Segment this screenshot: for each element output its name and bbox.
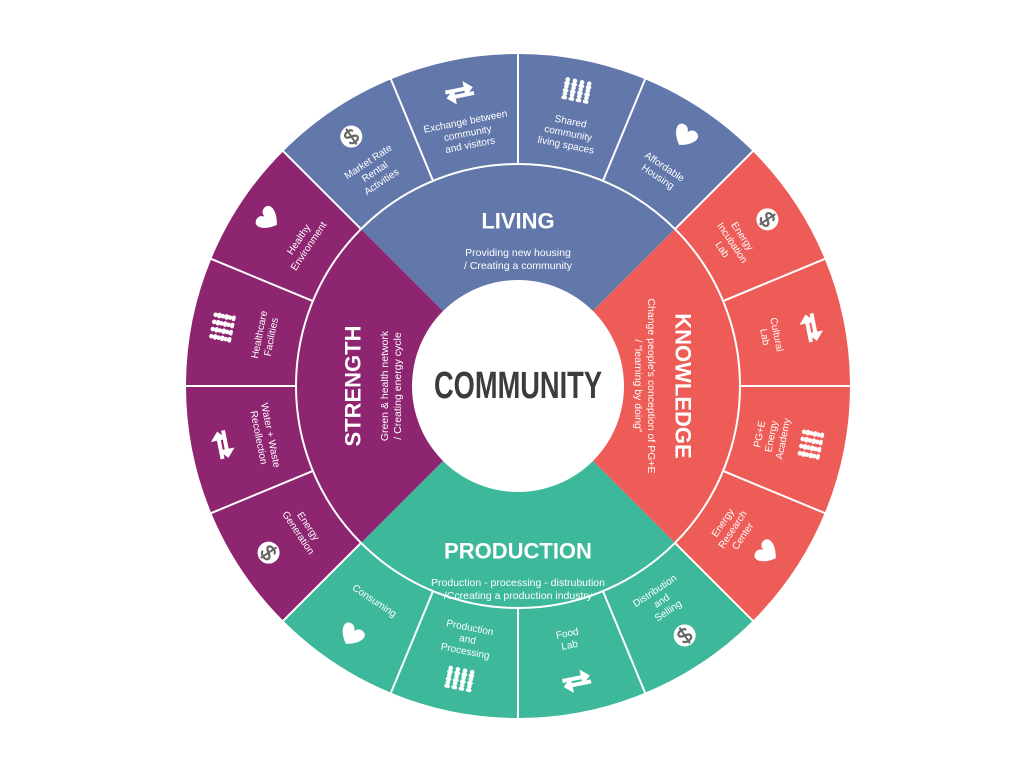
- segment-label-knowledge-2: CulturalLab: [755, 317, 784, 355]
- quadrant-production: [361, 386, 675, 608]
- people-grid-icon: [209, 312, 236, 343]
- heart-icon: [342, 622, 365, 644]
- people-grid-icon: [797, 429, 825, 460]
- quadrant-title-knowledge: KNOWLEDGE: [671, 313, 696, 458]
- segment-living-4: [602, 79, 753, 230]
- people-grid-icon: [444, 665, 475, 693]
- segment-label-knowledge-3-line: PG+E: [752, 420, 768, 449]
- segment-label-production-2: FoodLab: [555, 627, 582, 654]
- heart-icon: [255, 205, 277, 228]
- dollar-icon: [257, 541, 280, 564]
- segment-divider: [674, 542, 755, 623]
- segment-label-knowledge-2-line: Lab: [757, 328, 771, 347]
- segment-strength-3: [186, 258, 313, 386]
- quadrant-subtitle-production-line: Production - processing - distrubution: [431, 577, 605, 589]
- segment-divider: [209, 470, 314, 515]
- segment-divider: [209, 257, 314, 302]
- exchange-arrows-icon: [799, 312, 824, 343]
- segment-divider: [281, 542, 362, 623]
- segment-strength-4: [211, 151, 362, 302]
- segment-living-1: [283, 79, 434, 230]
- segment-divider: [722, 470, 827, 515]
- segment-production-4: [283, 542, 434, 693]
- quadrant-subtitle-strength-line: / Creating energy cycle: [392, 332, 404, 440]
- quadrant-subtitle-knowledge-line: / "learning by doing": [632, 339, 644, 433]
- dollar-icon: [673, 624, 696, 647]
- segment-divider: [722, 257, 827, 302]
- center-title: COMMUNITY: [434, 365, 602, 407]
- outer-segments: [186, 54, 850, 718]
- dollar-icon: [340, 125, 363, 148]
- ring-divider: [295, 163, 741, 609]
- center-hub: COMMUNITY: [412, 280, 624, 492]
- segment-living-3: [518, 54, 646, 181]
- segment-label-production-3-line: and: [458, 633, 477, 647]
- segment-divider: [281, 149, 362, 230]
- quadrant-title-strength: STRENGTH: [341, 326, 366, 447]
- segment-divider: [602, 590, 647, 695]
- segment-living-2: [390, 54, 518, 181]
- quadrant-living: [361, 164, 675, 386]
- quadrant-subtitle-living-line: / Creating a community: [464, 260, 573, 272]
- segment-knowledge-4: [674, 470, 825, 621]
- quadrant-labels: LIVING Providing new housing/ Creating a …: [341, 209, 696, 603]
- segment-dividers: [185, 53, 851, 719]
- segment-knowledge-2: [723, 258, 850, 386]
- quadrant-subtitle-knowledge: Change people's conception of PG+E/ "lea…: [632, 298, 657, 473]
- exchange-arrows-icon: [211, 430, 235, 460]
- heart-icon: [754, 539, 776, 562]
- quadrant-subtitle-strength-line: Green & health network: [379, 330, 391, 441]
- quadrant-knowledge: [518, 229, 740, 543]
- center-circle: [412, 280, 624, 492]
- quadrant-subtitle-living: Providing new housing/ Creating a commun…: [464, 247, 573, 272]
- quadrant-subtitle-production-line: /Ccreating a production industry: [444, 590, 593, 602]
- quadrant-subtitle-production: Production - processing - distrubution/C…: [431, 577, 605, 602]
- segment-divider: [674, 149, 755, 230]
- segment-label-production-2-line: Lab: [560, 639, 579, 653]
- exchange-arrows-icon: [562, 669, 592, 693]
- quadrant-title-production: PRODUCTION: [444, 539, 592, 564]
- exchange-arrows-icon: [444, 80, 475, 105]
- quadrant-subtitle-strength: Green & health network/ Creating energy …: [379, 330, 404, 441]
- dollar-icon: [756, 208, 779, 231]
- segment-knowledge-3: [723, 386, 850, 514]
- segment-production-1: [602, 542, 753, 693]
- segment-knowledge-1: [674, 151, 825, 302]
- segment-divider: [389, 590, 434, 695]
- inner-quadrant-ring: [296, 164, 740, 608]
- quadrant-strength: [296, 229, 518, 543]
- people-grid-icon: [561, 77, 592, 104]
- segment-divider: [602, 77, 647, 182]
- quadrant-title-living: LIVING: [481, 209, 554, 234]
- segment-strength-2: [186, 386, 313, 514]
- heart-icon: [676, 123, 699, 145]
- quadrant-subtitle-living-line: Providing new housing: [465, 247, 571, 259]
- segment-label-production-2-line: Food: [555, 627, 580, 642]
- segment-production-2: [518, 591, 646, 718]
- segment-production-3: [390, 591, 518, 718]
- segment-divider: [389, 77, 434, 182]
- segment-strength-1: [211, 470, 362, 621]
- quadrant-subtitle-knowledge-line: Change people's conception of PG+E: [645, 298, 657, 473]
